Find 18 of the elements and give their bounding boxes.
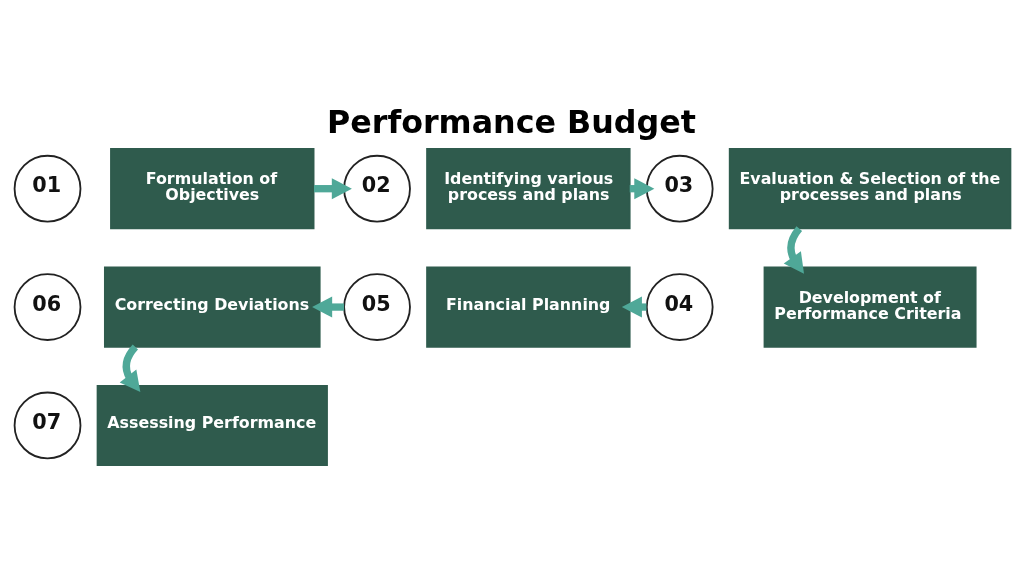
node-circle: 05: [342, 273, 411, 341]
node-box: Evaluation & Selection of the processes and plans: [728, 148, 1011, 230]
node-circle: 07: [13, 391, 81, 460]
node-box: Identifying various process and plans: [425, 148, 631, 230]
node-circle: 06: [13, 273, 81, 341]
node-circle: 02: [342, 154, 411, 223]
node-circle: 04: [645, 273, 714, 341]
arrow: [783, 226, 804, 274]
node-box: Formulation of Objectives: [109, 148, 314, 230]
node-box: Financial Planning: [425, 266, 631, 348]
node-circle: 03: [645, 154, 714, 223]
diagram-title: Performance Budget: [326, 103, 696, 140]
node-box: Correcting Deviations: [103, 266, 321, 348]
node-box: Development of Performance Criteria: [763, 266, 977, 348]
node-circle: 01: [13, 154, 81, 223]
arrow: [119, 344, 140, 392]
node-box: Assessing Performance: [96, 384, 328, 467]
arrow: [313, 178, 352, 200]
